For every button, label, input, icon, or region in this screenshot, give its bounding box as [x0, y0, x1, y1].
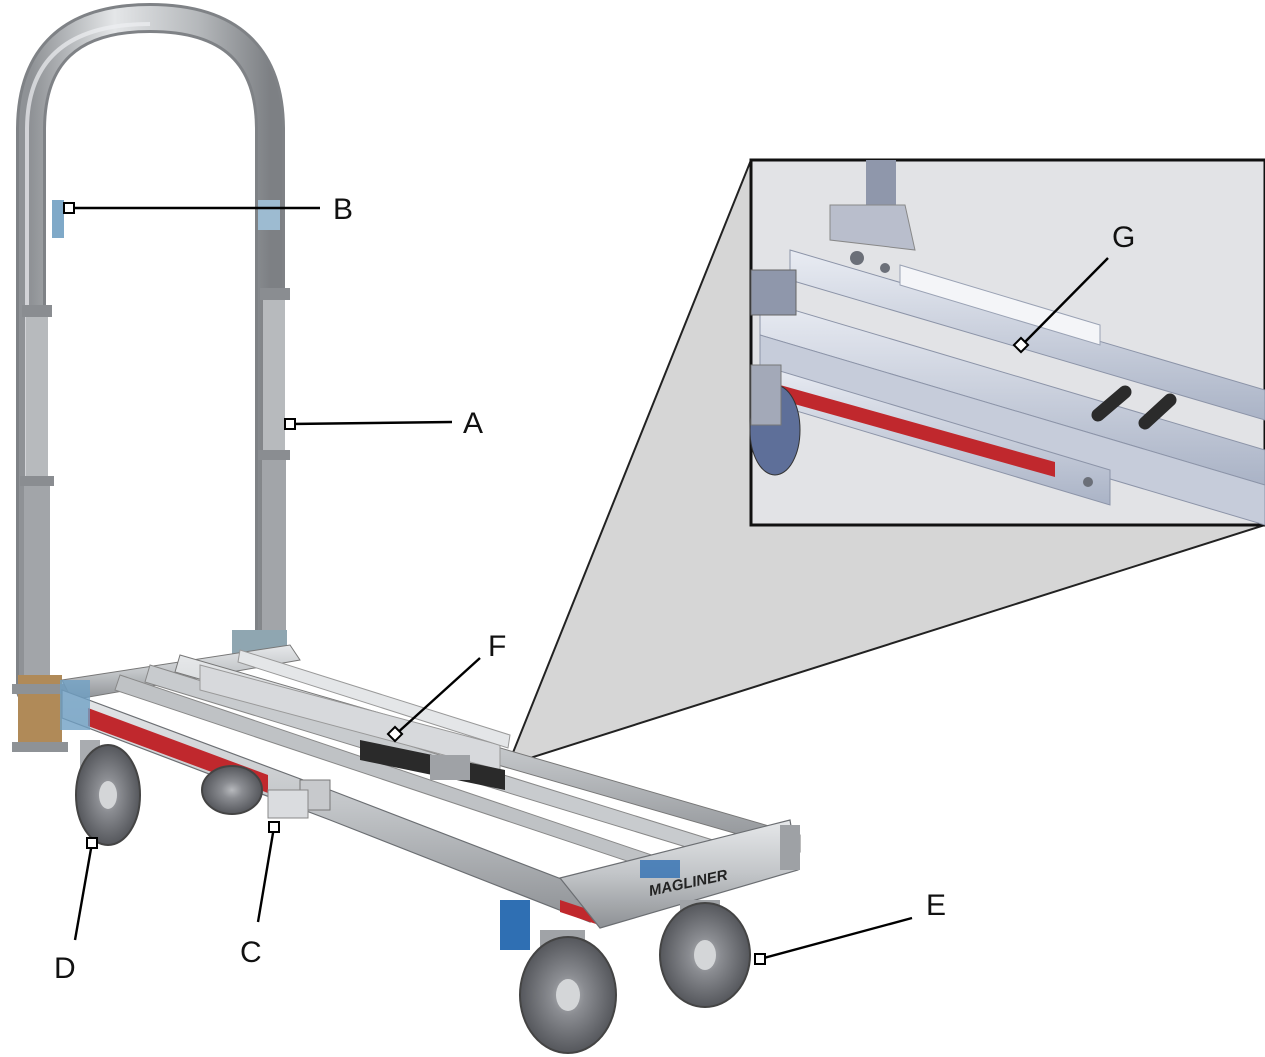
callout-D: D — [54, 952, 76, 985]
callout-E: E — [926, 889, 946, 922]
callout-F: F — [488, 630, 506, 663]
front-wheel-right — [659, 900, 751, 1008]
rear-wheel-left — [75, 740, 141, 846]
callout-G: G — [1112, 221, 1135, 254]
callout-C: C — [240, 936, 262, 969]
callout-leaders — [63, 202, 1109, 965]
callout-B: B — [333, 193, 353, 226]
front-wheel-left — [519, 930, 617, 1054]
detail-inset — [749, 158, 1265, 527]
handle — [12, 2, 290, 752]
rear-wheel-middle — [201, 765, 263, 815]
callout-A: A — [463, 407, 483, 440]
